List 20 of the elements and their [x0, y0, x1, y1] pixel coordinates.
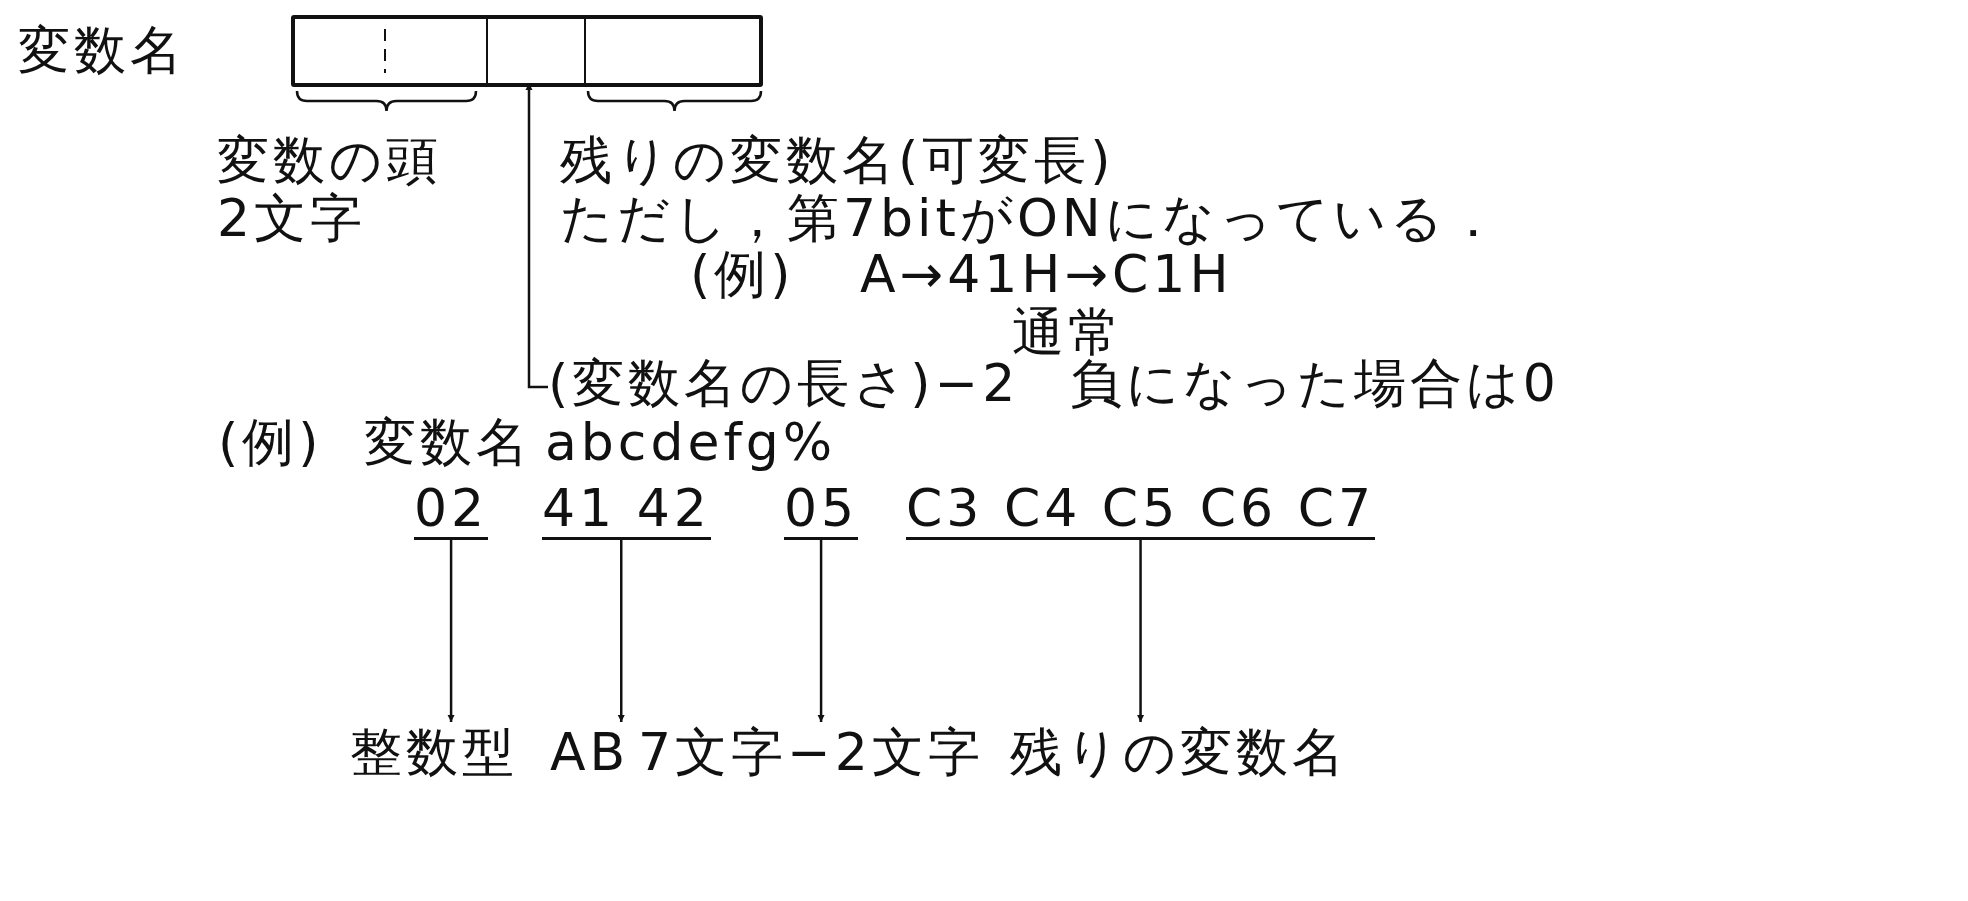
arrow	[617, 540, 625, 722]
arrow	[1137, 540, 1145, 722]
decoded-text: AB	[550, 722, 630, 782]
arrow	[817, 540, 825, 722]
hex-code: 05	[784, 480, 859, 540]
field-description: 変数の頭	[217, 130, 442, 190]
field-description: 残りの変数名(可変長)	[560, 130, 1115, 190]
type-label: 整数型	[350, 722, 518, 782]
remaining-name-text: 残りの変数名	[1010, 722, 1348, 782]
example-text: abcdefg%	[545, 412, 837, 472]
hex-code: 02	[414, 480, 489, 540]
field-description: 2文字	[217, 188, 367, 248]
hex-code: 41 42	[542, 480, 711, 540]
hex-code: C3 C4 C5 C6 C7	[906, 480, 1376, 540]
record-label: 変数名	[18, 20, 186, 80]
length-text: 7文字−2文字	[638, 722, 984, 782]
arrow	[447, 540, 455, 722]
variable-name-record	[291, 15, 763, 87]
example-text: 変数名	[364, 412, 532, 472]
example-marker: (例)	[218, 412, 323, 472]
